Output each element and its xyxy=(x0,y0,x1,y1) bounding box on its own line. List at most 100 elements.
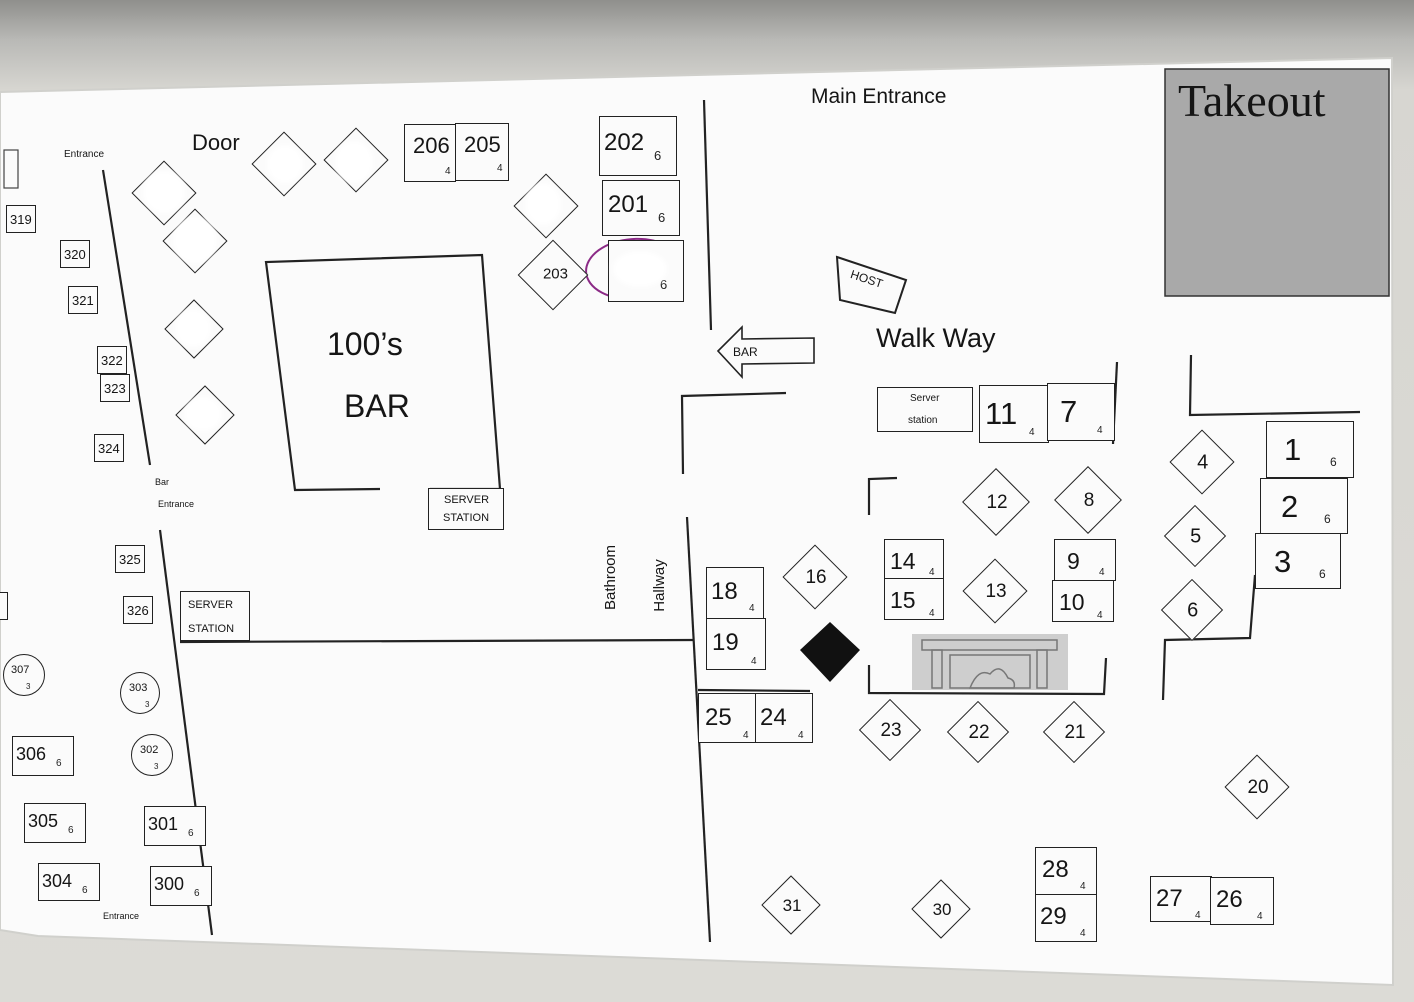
seat-count: 3 xyxy=(154,762,159,771)
table-number: 26 xyxy=(1216,886,1243,913)
table-320[interactable]: 320 xyxy=(60,240,90,268)
table-number: 323 xyxy=(104,381,126,396)
seat-count: 6 xyxy=(68,825,74,836)
table-number: 27 xyxy=(1156,885,1183,912)
table-301[interactable]: 301 6 xyxy=(144,806,206,846)
wall-corner-12 xyxy=(867,476,898,515)
seat-count: 6 xyxy=(82,885,88,896)
table-14[interactable]: 14 4 xyxy=(884,539,944,579)
table-27[interactable]: 27 4 xyxy=(1150,876,1212,922)
table-number: 21 xyxy=(1064,721,1086,743)
table-number: 304 xyxy=(42,871,73,891)
table-number: 20 xyxy=(1247,776,1269,798)
wall-horizontal-lower xyxy=(179,638,694,644)
table-number: 302 xyxy=(140,744,159,756)
table-number: 25 xyxy=(705,704,732,731)
table-10[interactable]: 10 4 xyxy=(1052,580,1114,622)
table-201[interactable]: 201 6 xyxy=(602,180,680,236)
table-28[interactable]: 28 4 xyxy=(1035,847,1097,895)
table-number: 5 xyxy=(1190,525,1202,548)
table-number: 206 xyxy=(413,133,450,158)
table-number: 16 xyxy=(805,566,827,588)
table-number: 12 xyxy=(986,491,1008,513)
table-2[interactable]: 2 6 xyxy=(1260,478,1348,534)
server-station-bar-text-2: STATION xyxy=(443,512,490,524)
door-label: Door xyxy=(192,130,240,155)
table-305[interactable]: 305 6 xyxy=(24,803,86,843)
wall-fireplace xyxy=(867,657,1108,696)
wall-corner-bar xyxy=(680,391,787,475)
table-7[interactable]: 7 4 xyxy=(1047,383,1115,441)
server-station-bar: SERVER STATION xyxy=(428,488,504,530)
table-19[interactable]: 19 4 xyxy=(706,618,766,670)
table-326[interactable]: 326 xyxy=(123,596,153,624)
seat-count: 4 xyxy=(749,603,755,614)
table-319[interactable]: 319 xyxy=(6,205,36,233)
server-station-bar-text: SERVER xyxy=(444,494,490,506)
table-26[interactable]: 26 4 xyxy=(1210,877,1274,925)
redaction-blob xyxy=(187,400,219,428)
redaction-blob xyxy=(338,144,370,180)
seat-count: 4 xyxy=(1097,425,1103,436)
table-304[interactable]: 304 6 xyxy=(38,863,100,901)
server-station-left: SERVER STATION xyxy=(180,591,250,641)
table-29[interactable]: 29 4 xyxy=(1035,894,1097,942)
table-25[interactable]: 25 4 xyxy=(698,693,756,743)
table-307[interactable]: 307 3 xyxy=(3,654,45,696)
table-18[interactable]: 18 4 xyxy=(706,567,764,619)
table-number: 4 xyxy=(1197,451,1209,474)
bar-100-label-2: BAR xyxy=(344,388,410,424)
server-station-left-text-2: STATION xyxy=(188,623,235,635)
table-24[interactable]: 24 4 xyxy=(755,693,813,743)
hallway-label: Hallway xyxy=(650,559,668,612)
entrance-top-label: Entrance xyxy=(64,149,105,160)
table-306[interactable]: 306 6 xyxy=(12,736,74,776)
seat-count: 4 xyxy=(743,730,749,741)
table-number: 29 xyxy=(1040,903,1067,930)
table-number: 3 xyxy=(1274,544,1292,579)
table-number: 319 xyxy=(10,212,32,227)
seat-count: 4 xyxy=(929,567,935,578)
seat-count: 6 xyxy=(56,758,62,769)
table-9[interactable]: 9 4 xyxy=(1054,539,1116,581)
table-number: 13 xyxy=(985,580,1007,602)
table-202[interactable]: 202 6 xyxy=(599,116,677,176)
table-323[interactable]: 323 xyxy=(100,374,130,402)
table-number: 10 xyxy=(1059,589,1085,615)
wall-right-top xyxy=(1188,354,1361,417)
table-302[interactable]: 302 3 xyxy=(131,734,173,776)
table-206[interactable]: 206 4 xyxy=(404,124,456,182)
table-11[interactable]: 11 4 xyxy=(979,385,1049,443)
table-number: 30 xyxy=(932,899,952,919)
table-15[interactable]: 15 4 xyxy=(884,578,944,620)
table-205[interactable]: 205 4 xyxy=(455,123,509,181)
seat-count: 4 xyxy=(1195,910,1201,921)
table-partial-edge[interactable] xyxy=(0,592,8,620)
table-number: 14 xyxy=(890,548,916,574)
seat-count: 3 xyxy=(145,700,150,709)
host-stand-icon xyxy=(835,255,908,315)
seat-count: 4 xyxy=(1099,567,1105,578)
seat-count: 6 xyxy=(1330,455,1337,469)
table-number: 7 xyxy=(1060,394,1078,429)
table-325[interactable]: 325 xyxy=(115,545,145,573)
seat-count: 4 xyxy=(497,163,503,174)
table-303[interactable]: 303 3 xyxy=(120,672,160,714)
server-station-left-text: SERVER xyxy=(188,599,234,611)
main-entrance-label: Main Entrance xyxy=(811,85,947,108)
table-300[interactable]: 300 6 xyxy=(150,866,212,906)
table-3[interactable]: 3 6 xyxy=(1255,533,1341,589)
table-number: 203 xyxy=(542,265,568,283)
table-1[interactable]: 1 6 xyxy=(1266,421,1354,478)
table-322[interactable]: 322 xyxy=(97,346,127,374)
bar-100-label: 100’s xyxy=(327,326,403,362)
wall-main-entrance xyxy=(702,99,713,331)
table-number: 320 xyxy=(64,247,86,262)
paper-sheet xyxy=(0,56,1395,987)
table-number: 202 xyxy=(604,129,645,156)
seat-count: 4 xyxy=(1257,911,1263,922)
table-321[interactable]: 321 xyxy=(68,286,98,314)
wall-table-25 xyxy=(697,688,811,693)
table-324[interactable]: 324 xyxy=(94,434,124,462)
seat-count: 6 xyxy=(1319,567,1326,581)
